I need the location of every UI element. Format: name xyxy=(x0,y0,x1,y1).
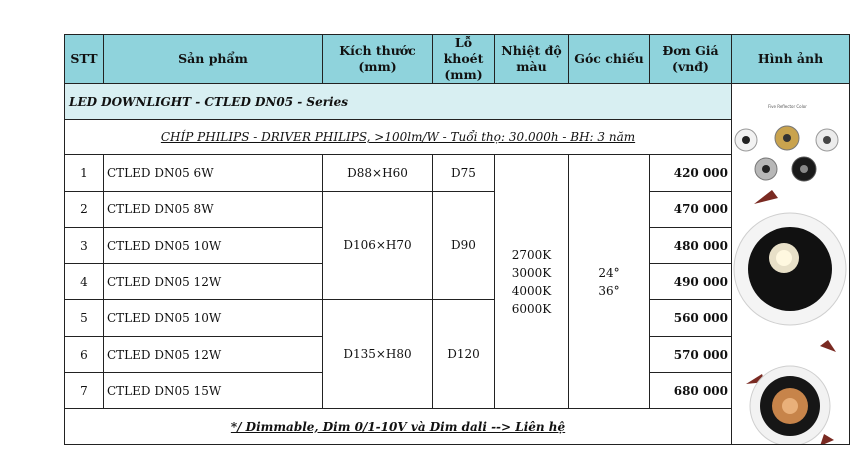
row-product: CTLED DN05 15W xyxy=(103,372,323,409)
header-product: Sản phẩm xyxy=(103,34,323,84)
beam-angle-cell: 24° 36° xyxy=(568,154,650,409)
row-product: CTLED DN05 12W xyxy=(103,336,323,373)
header-row: STT Sản phẩm Kích thước (mm) Lỗ khoét (m… xyxy=(64,34,850,84)
size-cell: D135×H80 xyxy=(322,299,433,409)
row-product: CTLED DN05 12W xyxy=(103,263,323,301)
chip-note: CHÍP PHILIPS - DRIVER PHILIPS, >100lm/W … xyxy=(64,119,732,155)
table-row: 4 CTLED DN05 12W 490 000 xyxy=(64,263,850,301)
row-price: 680 000 xyxy=(649,372,732,409)
hole-cell: D90 xyxy=(432,190,495,301)
row-stt: 1 xyxy=(64,154,104,192)
color-temp-value: 4000K xyxy=(511,283,552,298)
series-title: LED DOWNLIGHT - CTLED DN05 - Series xyxy=(64,83,732,120)
table-row: 2 CTLED DN05 8W D106×H70 D90 470 000 xyxy=(64,190,850,301)
size-cell: D106×H70 xyxy=(322,190,433,301)
row-product: CTLED DN05 10W xyxy=(103,227,323,265)
header-hole: Lỗ khoét (mm) xyxy=(432,34,495,84)
table-row: 6 CTLED DN05 12W 570 000 xyxy=(64,336,850,373)
size-cell: D88×H60 xyxy=(322,154,433,192)
row-stt: 6 xyxy=(64,336,104,373)
header-size: Kích thước (mm) xyxy=(322,34,433,84)
header-image: Hình ảnh xyxy=(731,34,850,84)
row-price: 490 000 xyxy=(649,263,732,301)
row-product: CTLED DN05 10W xyxy=(103,299,323,337)
header-beam-angle: Góc chiếu xyxy=(568,34,650,84)
header-price: Đơn Giá (vnđ) xyxy=(649,34,732,84)
downlight-gold-photo xyxy=(746,365,834,447)
table-row: 1 CTLED DN05 6W D88×H60 D75 2700K 3000K … xyxy=(64,154,850,409)
row-stt: 2 xyxy=(64,190,104,229)
table-row: 3 CTLED DN05 10W 480 000 xyxy=(64,227,850,265)
row-price: 420 000 xyxy=(649,154,732,192)
hole-cell: D75 xyxy=(432,154,495,192)
color-temp-value: 3000K xyxy=(511,265,552,280)
row-stt: 3 xyxy=(64,227,104,265)
row-price: 560 000 xyxy=(649,299,732,337)
table-row: 7 CTLED DN05 15W 680 000 xyxy=(64,372,850,409)
row-product: CTLED DN05 8W xyxy=(103,190,323,229)
downlight-black-photo xyxy=(733,190,847,352)
row-product: CTLED DN05 6W xyxy=(103,154,323,192)
color-temp-cell: 2700K 3000K 4000K 6000K xyxy=(494,154,569,409)
image-caption: Five Reflector Color xyxy=(768,104,807,109)
row-price: 480 000 xyxy=(649,227,732,265)
product-images: Five Reflector Color xyxy=(731,83,850,447)
row-price: 570 000 xyxy=(649,336,732,373)
header-stt: STT xyxy=(64,34,104,84)
header-color-temp: Nhiệt độ màu xyxy=(494,34,569,84)
beam-angle-value: 36° xyxy=(598,283,620,298)
row-stt: 4 xyxy=(64,263,104,301)
row-stt: 5 xyxy=(64,299,104,337)
price-table: STT Sản phẩm Kích thước (mm) Lỗ khoét (m… xyxy=(64,34,850,447)
beam-angle-value: 24° xyxy=(598,265,620,280)
row-price: 470 000 xyxy=(649,190,732,229)
reflector-color-swatches xyxy=(734,125,839,182)
product-photos xyxy=(733,125,847,447)
row-stt: 7 xyxy=(64,372,104,409)
hole-cell: D120 xyxy=(432,299,495,409)
color-temp-value: 2700K xyxy=(511,247,552,262)
color-temp-value: 6000K xyxy=(511,301,552,316)
dimmable-note: */ Dimmable, Dim 0/1-10V và Dim dali -->… xyxy=(64,408,732,445)
